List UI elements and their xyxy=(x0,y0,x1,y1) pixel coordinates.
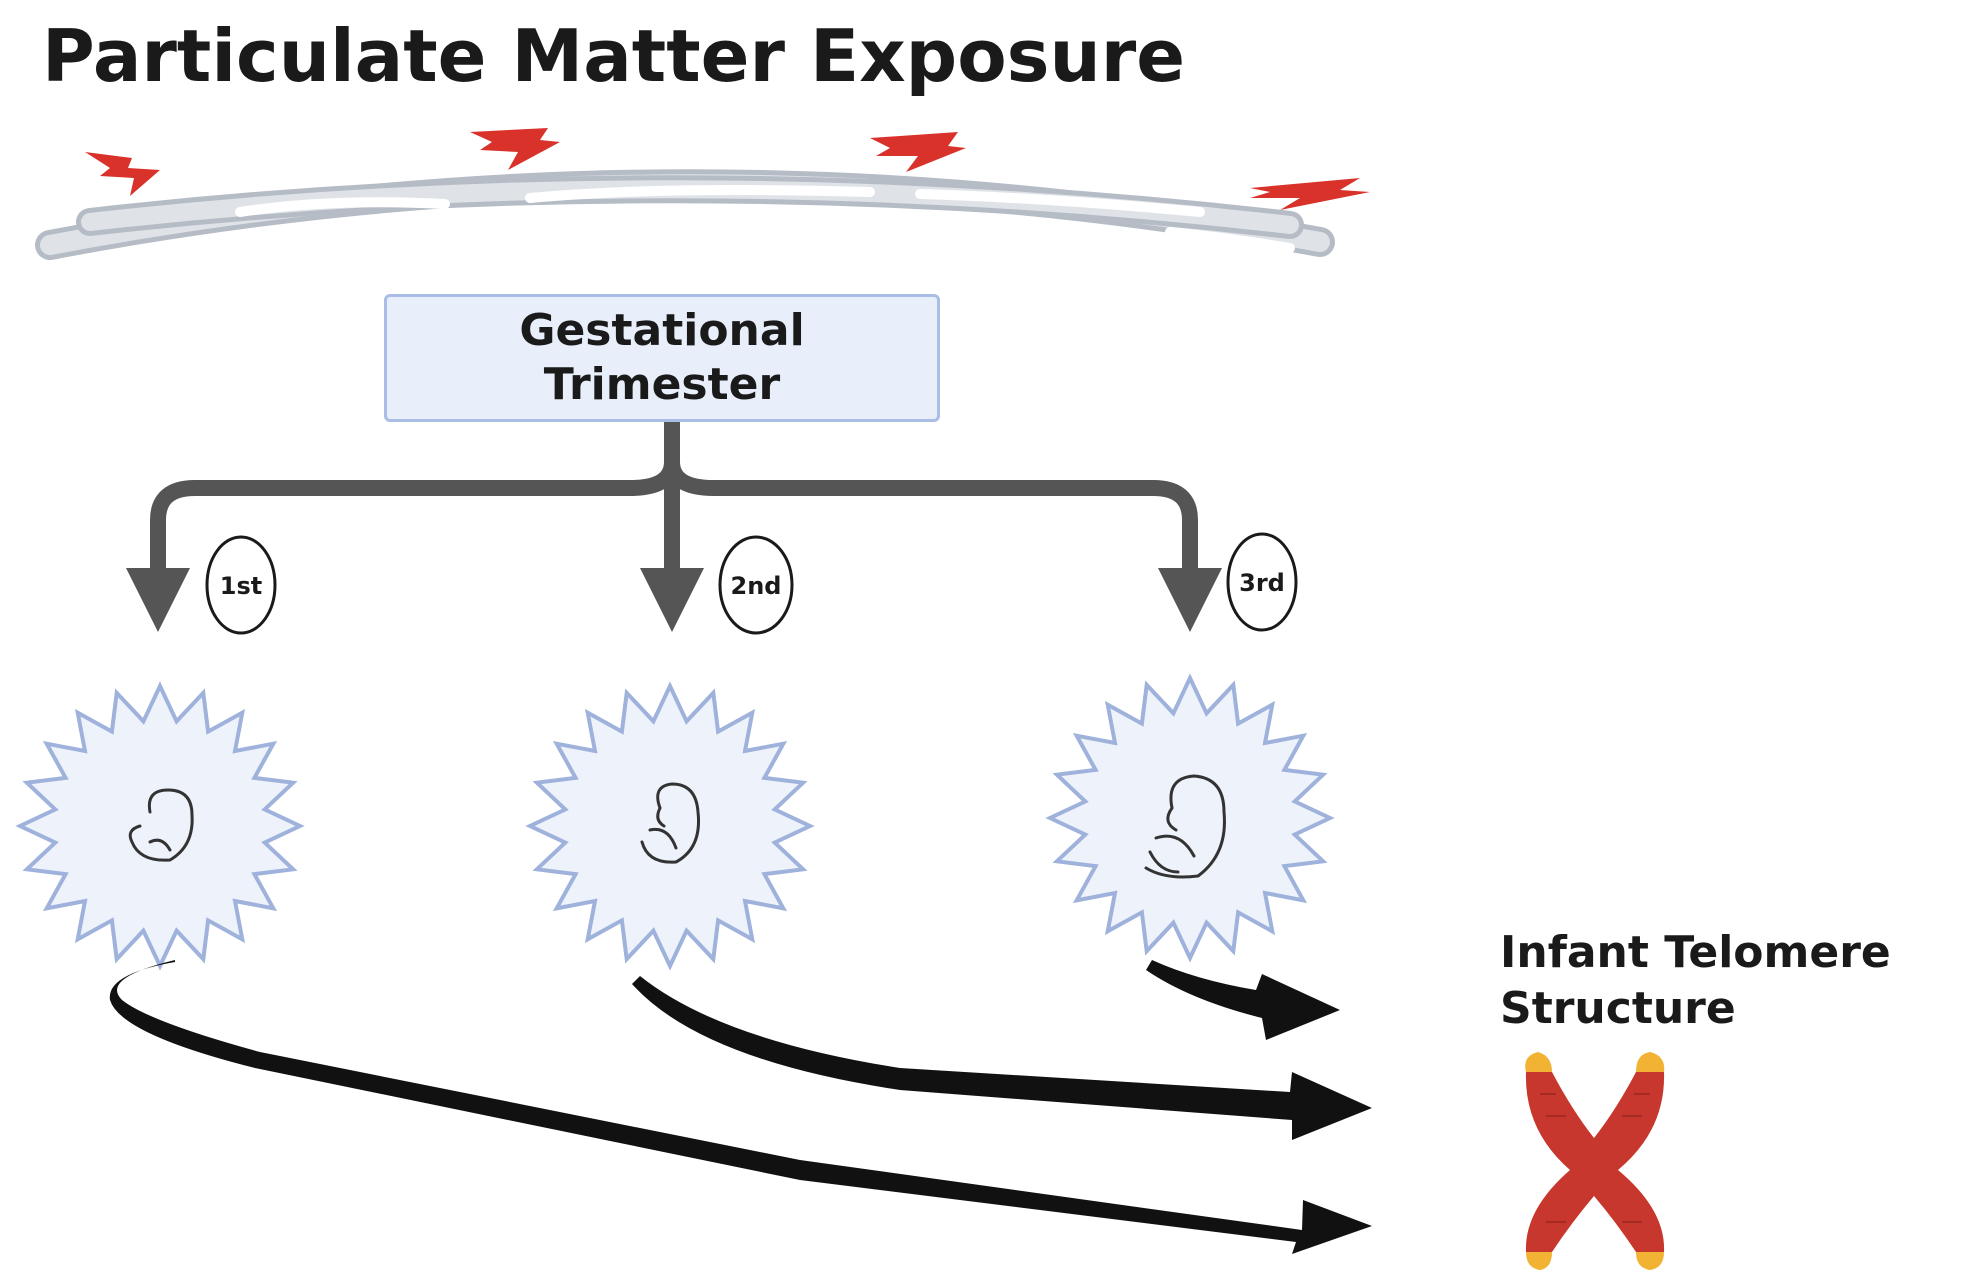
starburst-cell-1 xyxy=(15,681,305,971)
lightning-icon xyxy=(85,152,160,196)
trimester-label: 1st xyxy=(220,572,262,600)
diagram-title: Particulate Matter Exposure xyxy=(42,14,1186,98)
trimester-badge-2nd: 2nd xyxy=(718,535,794,635)
fetus-icon xyxy=(1144,774,1226,879)
lightning-icon xyxy=(470,128,560,170)
trimester-branch-arrows xyxy=(126,422,1222,632)
trimester-badge-3rd: 3rd xyxy=(1226,532,1298,632)
lightning-icon xyxy=(1250,178,1370,210)
outcome-label-line1: Infant Telomere xyxy=(1500,927,1891,978)
chromosome-icon xyxy=(1525,1052,1665,1270)
box-label-line2: Trimester xyxy=(543,359,781,410)
outcome-label-line2: Structure xyxy=(1500,983,1736,1034)
trimester-label: 2nd xyxy=(731,572,782,600)
fetus-icon xyxy=(640,782,701,864)
outcome-label: Infant Telomere Structure xyxy=(1500,925,1891,1037)
trimester-label: 3rd xyxy=(1239,569,1285,597)
starburst-cell-3 xyxy=(1045,673,1335,963)
starburst-cell-2 xyxy=(525,681,815,971)
lung-airway-icon xyxy=(35,169,1335,260)
fetus-icon xyxy=(128,788,194,862)
outcome-arrows xyxy=(109,960,1373,1254)
lightning-icon xyxy=(870,132,966,172)
trimester-badge-1st: 1st xyxy=(205,535,277,635)
box-label-line1: Gestational xyxy=(519,305,805,356)
gestational-trimester-box: Gestational Trimester xyxy=(384,294,940,422)
fetus-cells xyxy=(15,673,1335,971)
